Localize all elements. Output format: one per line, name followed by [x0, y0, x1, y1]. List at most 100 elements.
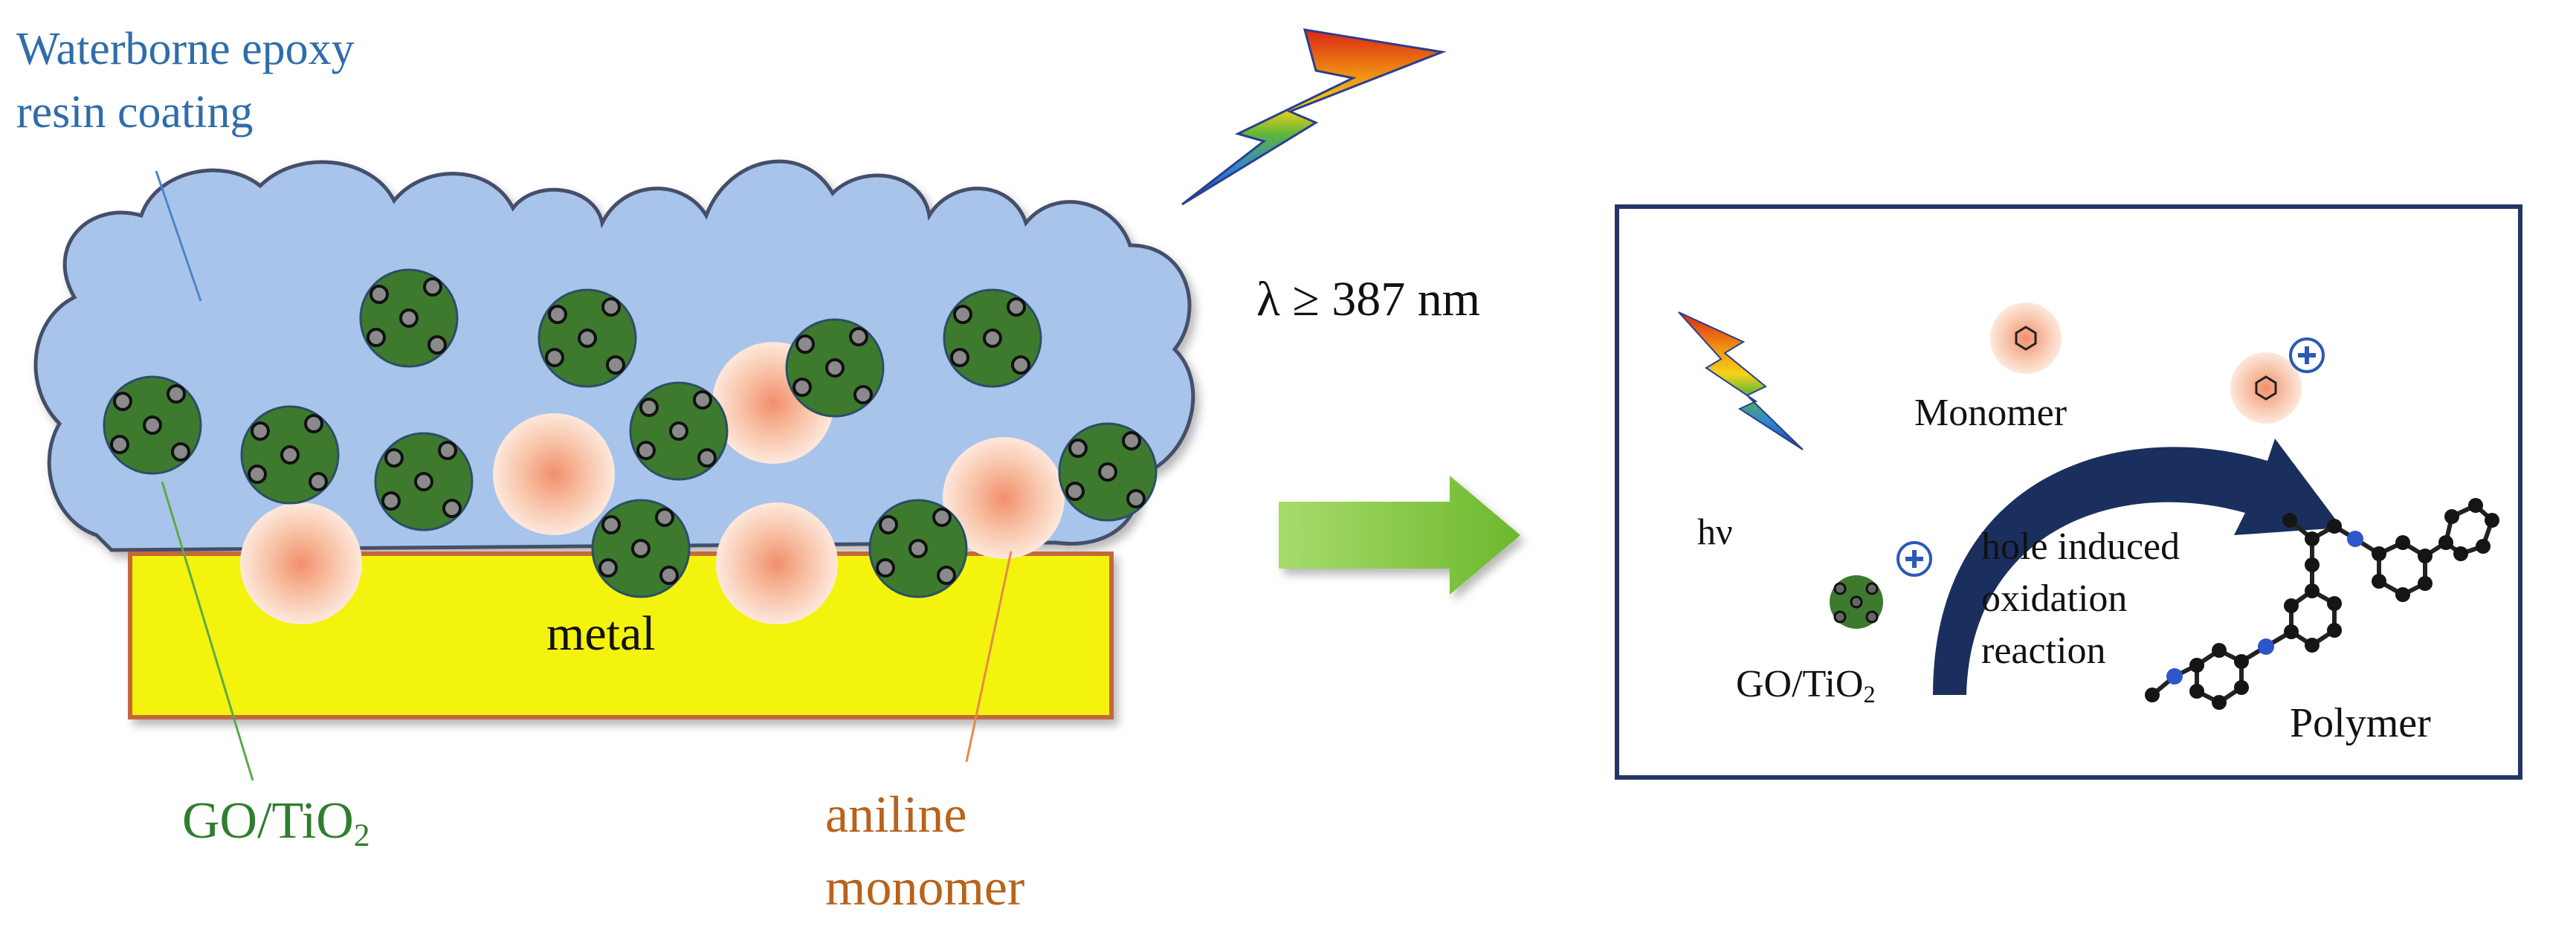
tio2-dot [1065, 482, 1085, 501]
tio2-dot [1122, 431, 1141, 450]
tio2-dot [953, 305, 972, 324]
carbon-atom [2395, 587, 2410, 602]
tio2-dot [950, 348, 969, 367]
tio2-dot [932, 508, 952, 527]
reaction-label-line3: reaction [1981, 630, 2106, 672]
tio2-dot [304, 414, 323, 433]
tio2-dot [601, 515, 621, 534]
tio2-dot [879, 515, 898, 534]
carbon-atom [2395, 535, 2410, 550]
tio2-dot [639, 398, 659, 417]
tio2-dot [438, 441, 457, 460]
carbon-atom [2444, 509, 2459, 524]
inset-go-particle [1830, 575, 1883, 629]
tio2-dot [442, 499, 462, 518]
inset-go-tio2-label: GO/TiO2 [1736, 663, 1876, 707]
tio2-dot [631, 539, 651, 558]
carbon-atom [2305, 638, 2320, 653]
tio2-dot [606, 355, 625, 375]
reaction-label-line2: oxidation [1981, 578, 2128, 620]
go-tio2-label-main: GO/TiO [182, 792, 354, 850]
go-tio2-label-sub: 2 [353, 817, 370, 853]
light-bolt-small [1678, 311, 1804, 450]
metal-label: metal [546, 607, 656, 661]
polymer-label: Polymer [2290, 700, 2431, 746]
carbon-atom [2234, 654, 2249, 669]
tio2-dot [853, 385, 873, 404]
tio2-dot [113, 392, 132, 411]
tio2-dot [143, 415, 162, 435]
carbon-atom [2476, 539, 2491, 554]
tio2-dot [598, 558, 618, 578]
tio2-dot [693, 390, 712, 410]
carbon-atom [2305, 583, 2320, 598]
tio2-dot [1126, 489, 1146, 508]
coating-label-line1: Waterborne epoxy [16, 24, 355, 74]
carbon-atom [2453, 546, 2468, 561]
tio2-dot [548, 305, 567, 324]
hv-label: hν [1697, 511, 1733, 552]
process-arrow [1279, 476, 1520, 595]
reaction-label-line1: hole induced [1981, 525, 2180, 568]
hole-plus-icon [1897, 337, 2325, 577]
aniline-pointer-line [965, 551, 1013, 763]
go-pointer-line [161, 481, 254, 781]
tio2-dot [171, 442, 190, 462]
tio2-dot [1098, 462, 1117, 482]
aniline-monomers [240, 342, 1065, 624]
tio2-dot [578, 329, 597, 348]
tio2-dot [545, 348, 564, 367]
tio2-dot [251, 421, 270, 441]
tio2-dot [697, 448, 717, 468]
carbon-atom [2234, 680, 2249, 695]
nitrogen-atom [2166, 668, 2183, 685]
carbon-atom [2468, 498, 2483, 513]
inset-go-tio2-label-main: GO/TiO [1736, 663, 1864, 705]
carbon-atom [2212, 643, 2227, 658]
tio2-dot [636, 441, 656, 460]
coating-label-line2: resin coating [16, 87, 254, 138]
carbon-atom [2418, 549, 2433, 563]
tio2-dot [795, 334, 815, 354]
tio2-dot [659, 566, 679, 585]
carbon-atom [2282, 513, 2297, 528]
tio2-dot [414, 472, 433, 491]
oxidation-curved-arrow [1933, 439, 2342, 695]
tio2-dot [655, 508, 674, 527]
carbon-atom [2327, 596, 2342, 611]
tio2-dot [876, 558, 895, 578]
tio2-dot [983, 329, 1002, 348]
aniline-label-line1: aniline [825, 786, 967, 844]
nitrogen-atom [2258, 638, 2274, 655]
light-bolt-large [1181, 28, 1447, 206]
tio2-dot [423, 277, 442, 297]
carbon-atom [2284, 598, 2299, 613]
carbon-atom [2327, 623, 2342, 638]
nitrogen-atom [2347, 531, 2363, 547]
carbon-atom [2305, 557, 2320, 572]
carbon-atom [2372, 546, 2386, 561]
tio2-dot [937, 566, 956, 585]
go-tio2-label: GO/TiO2 [182, 792, 370, 852]
tio2-dot [849, 327, 868, 346]
carbon-atom [2485, 513, 2499, 528]
tio2-dot [427, 335, 447, 355]
tio2-dot [1011, 355, 1030, 375]
tio2-dot [1068, 439, 1088, 458]
carbon-atom [2372, 574, 2386, 589]
carbon-atom [2189, 684, 2204, 699]
tio2-dot [280, 445, 300, 465]
tio2-dot [369, 285, 389, 304]
tio2-dot [167, 384, 186, 404]
monomer-label: Monomer [1914, 392, 2067, 434]
aniline-label-line2: monomer [825, 859, 1025, 916]
tio2-dot [309, 472, 328, 491]
tio2-dot [825, 358, 845, 378]
tio2-dot [793, 378, 812, 397]
tio2-dot [367, 328, 386, 347]
carbon-atom [2212, 695, 2227, 710]
tio2-dot [908, 539, 928, 558]
carbon-atom [2418, 576, 2433, 591]
